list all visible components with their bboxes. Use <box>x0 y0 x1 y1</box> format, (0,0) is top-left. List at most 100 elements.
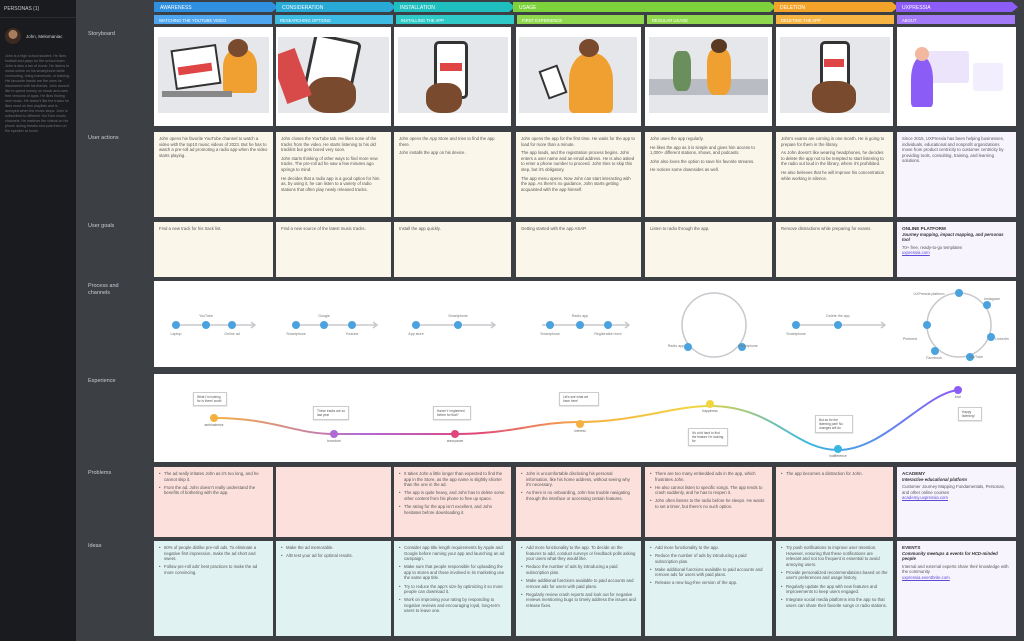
bullet-item: The app becomes a distraction for John. <box>781 471 888 477</box>
channel-smartphone-node[interactable] <box>292 321 300 329</box>
actions-card-first-experience[interactable]: John opens the app for the first time. H… <box>516 132 641 217</box>
goal-card-regular-usage[interactable]: Listen to radio through the app. <box>645 222 772 277</box>
experience-quote-bubble[interactable]: Haven't I registered before for that? <box>433 406 471 420</box>
goal-card-deletion[interactable]: Remove distractions while preparing for … <box>776 222 893 277</box>
persona-avatar[interactable] <box>5 28 21 44</box>
storyboard-cell-uxpressia[interactable] <box>897 27 1016 126</box>
experience-quote-bubble[interactable]: What I'm looking for is there! world <box>193 392 227 406</box>
problems-card-regular-usage[interactable]: There are too many embedded ads in the a… <box>645 467 772 537</box>
substage-watching[interactable]: WATCHING THE YOUTUBE VIDEO <box>154 15 272 24</box>
substage-researching[interactable]: RESEARCHING OPTIONS <box>275 15 393 24</box>
stage-awareness[interactable]: AWARENESS <box>154 2 278 12</box>
substage-regular-usage[interactable]: REGULAR USAGE <box>647 15 773 24</box>
goal-card-first-experience[interactable]: Getting started with the app ASAP. <box>516 222 641 277</box>
stage-usage[interactable]: USAGE <box>513 2 776 12</box>
channel-facebook-node[interactable] <box>931 347 939 355</box>
bullet-item: Reduce the number of ads by introducing … <box>521 564 636 575</box>
actions-card-deletion[interactable]: John's exams are coming in one month. He… <box>776 132 893 217</box>
platform-link[interactable]: uxpressia.com <box>902 250 930 256</box>
channel-registration-node[interactable] <box>604 321 612 329</box>
substage-installing[interactable]: INSTALLING THE APP <box>396 15 514 24</box>
bullet-item: The app is quite heavy, and John has to … <box>399 490 506 501</box>
stage-deletion[interactable]: DELETION <box>774 2 898 12</box>
problems-card-first-experience[interactable]: John is uncomfortable disclosing his per… <box>516 467 641 537</box>
emotion-interest-icon[interactable] <box>576 420 584 428</box>
channel-instagram-node[interactable] <box>983 301 991 309</box>
channel-radioapp2-node[interactable] <box>684 343 692 351</box>
academy-subtitle: Interactive educational platform <box>902 476 967 482</box>
channel-laptop-node[interactable] <box>172 321 180 329</box>
emotion-ambivalence-icon[interactable] <box>210 414 218 422</box>
substage-first-experience[interactable]: FIRST EXPERIENCE <box>517 15 644 24</box>
ideas-card-deletion[interactable]: Try push notifications to improve user r… <box>776 541 893 636</box>
problems-card-awareness[interactable]: The ad really irritates John as it's too… <box>154 467 273 537</box>
ideas-card-awareness[interactable]: 60% of people dislike pre-roll ads. To e… <box>154 541 273 636</box>
emotion-indifference-icon[interactable] <box>834 445 842 453</box>
channel-smartphone2-node[interactable] <box>454 321 462 329</box>
channel-online-ad-node[interactable] <box>228 321 236 329</box>
actions-card-awareness[interactable]: John opens his favorite YouTube channel … <box>154 132 273 217</box>
events-link[interactable]: uxpressia.eventbrite.com <box>902 574 950 580</box>
channel-delete-node[interactable] <box>834 321 842 329</box>
storyboard-cell-regular-usage[interactable] <box>645 27 772 126</box>
channel-smartphone4-node[interactable] <box>738 343 746 351</box>
channel-smartphone5-node[interactable] <box>792 321 800 329</box>
emotion-happiness-icon[interactable] <box>706 400 714 408</box>
about-platform-card[interactable]: ONLINE PLATFORM Journey mapping, impact … <box>897 222 1016 277</box>
goal-card-installation[interactable]: Install the app quickly. <box>394 222 511 277</box>
goal-card-awareness[interactable]: Find a new track for his track list. <box>154 222 273 277</box>
about-events-card[interactable]: EVENTS Community meetups & events for HC… <box>897 541 1016 636</box>
stage-installation[interactable]: INSTALLATION <box>394 2 515 12</box>
personas-header[interactable]: PERSONAS (1) <box>0 0 76 18</box>
channel-youtube2-node[interactable] <box>348 321 356 329</box>
ideas-card-regular-usage[interactable]: Add more functionality to the app.Reduce… <box>645 541 772 636</box>
channel-linkedin-node[interactable] <box>987 333 995 341</box>
channel-youtube3-node[interactable] <box>966 353 974 361</box>
actions-card-installation[interactable]: John opens the App Store and tries to fi… <box>394 132 511 217</box>
stage-consideration[interactable]: CONSIDERATION <box>276 2 396 12</box>
channel-radioapp-node[interactable] <box>576 321 584 329</box>
experience-quote-bubble[interactable]: It's a bit hard to find the feature I'm … <box>688 428 728 446</box>
experience-quote-bubble[interactable]: Happy listening! <box>958 407 982 421</box>
substage-deleting[interactable]: DELETING THE APP <box>776 15 894 24</box>
actions-card-consideration[interactable]: John closes the YouTube tab. He likes no… <box>276 132 391 217</box>
ideas-card-consideration[interactable]: Make the ad memorable.A/B test your ad f… <box>276 541 391 636</box>
bullet-item: Make the ad memorable. <box>281 545 386 551</box>
channel-google-node[interactable] <box>320 321 328 329</box>
problems-card-deletion[interactable]: The app becomes a distraction for John. <box>776 467 893 537</box>
problems-card-consideration[interactable] <box>276 467 391 537</box>
about-academy-card[interactable]: ACADEMY Interactive educational platform… <box>897 467 1016 537</box>
channel-appstore-node[interactable] <box>412 321 420 329</box>
storyboard-cell-installation[interactable] <box>394 27 511 126</box>
emotion-boredom-icon[interactable] <box>330 430 338 438</box>
storyboard-cell-deletion[interactable] <box>776 27 893 126</box>
row-label-user-goals: User goals <box>88 223 115 229</box>
emotion-annoyance-icon[interactable] <box>451 430 459 438</box>
channel-uxpressia-label: UXPressia platform <box>913 292 945 296</box>
channel-pinterest-node[interactable] <box>923 321 931 329</box>
substage-about[interactable]: ABOUT <box>897 15 1015 24</box>
ideas-card-installation[interactable]: Consider app title length requirements b… <box>394 541 511 636</box>
channel-smartphone3-node[interactable] <box>546 321 554 329</box>
persona-name[interactable]: John, Melomaniac <box>26 34 63 39</box>
persona-sidebar: PERSONAS (1) John, Melomaniac John is a … <box>0 0 76 641</box>
stage-uxpressia[interactable]: UXPRESSIA <box>896 2 1018 12</box>
experience-quote-bubble[interactable]: These tracks are so last year <box>313 406 349 420</box>
channel-uxpressia-node[interactable] <box>955 289 963 297</box>
storyboard-cell-consideration[interactable] <box>276 27 391 126</box>
channel-youtube-node[interactable] <box>202 321 210 329</box>
storyboard-cell-first-experience[interactable] <box>516 27 641 126</box>
emotion-love-icon[interactable] <box>954 386 962 394</box>
bullet-item: Try push notifications to improve user r… <box>781 545 888 567</box>
ideas-card-first-experience[interactable]: Add more functionality to the app. To de… <box>516 541 641 636</box>
storyboard-cell-awareness[interactable] <box>154 27 273 126</box>
about-intro-card[interactable]: Since 2015, UXPressia has been helping b… <box>897 132 1016 217</box>
bullet-item: The ad really irritates John as it's too… <box>159 471 268 482</box>
academy-link[interactable]: academy.uxpressia.com <box>902 495 949 501</box>
experience-quote-bubble[interactable]: Let's see what we have here! <box>559 392 599 406</box>
experience-quote-bubble[interactable]: But as for the listening part! No change… <box>815 415 853 433</box>
actions-card-regular-usage[interactable]: John uses the app regularly.He likes the… <box>645 132 772 217</box>
bullet-item: John is uncomfortable disclosing his per… <box>521 471 636 488</box>
problems-card-installation[interactable]: It takes John a little longer than expec… <box>394 467 511 537</box>
goal-card-consideration[interactable]: Find a new source of the latest music tr… <box>276 222 391 277</box>
